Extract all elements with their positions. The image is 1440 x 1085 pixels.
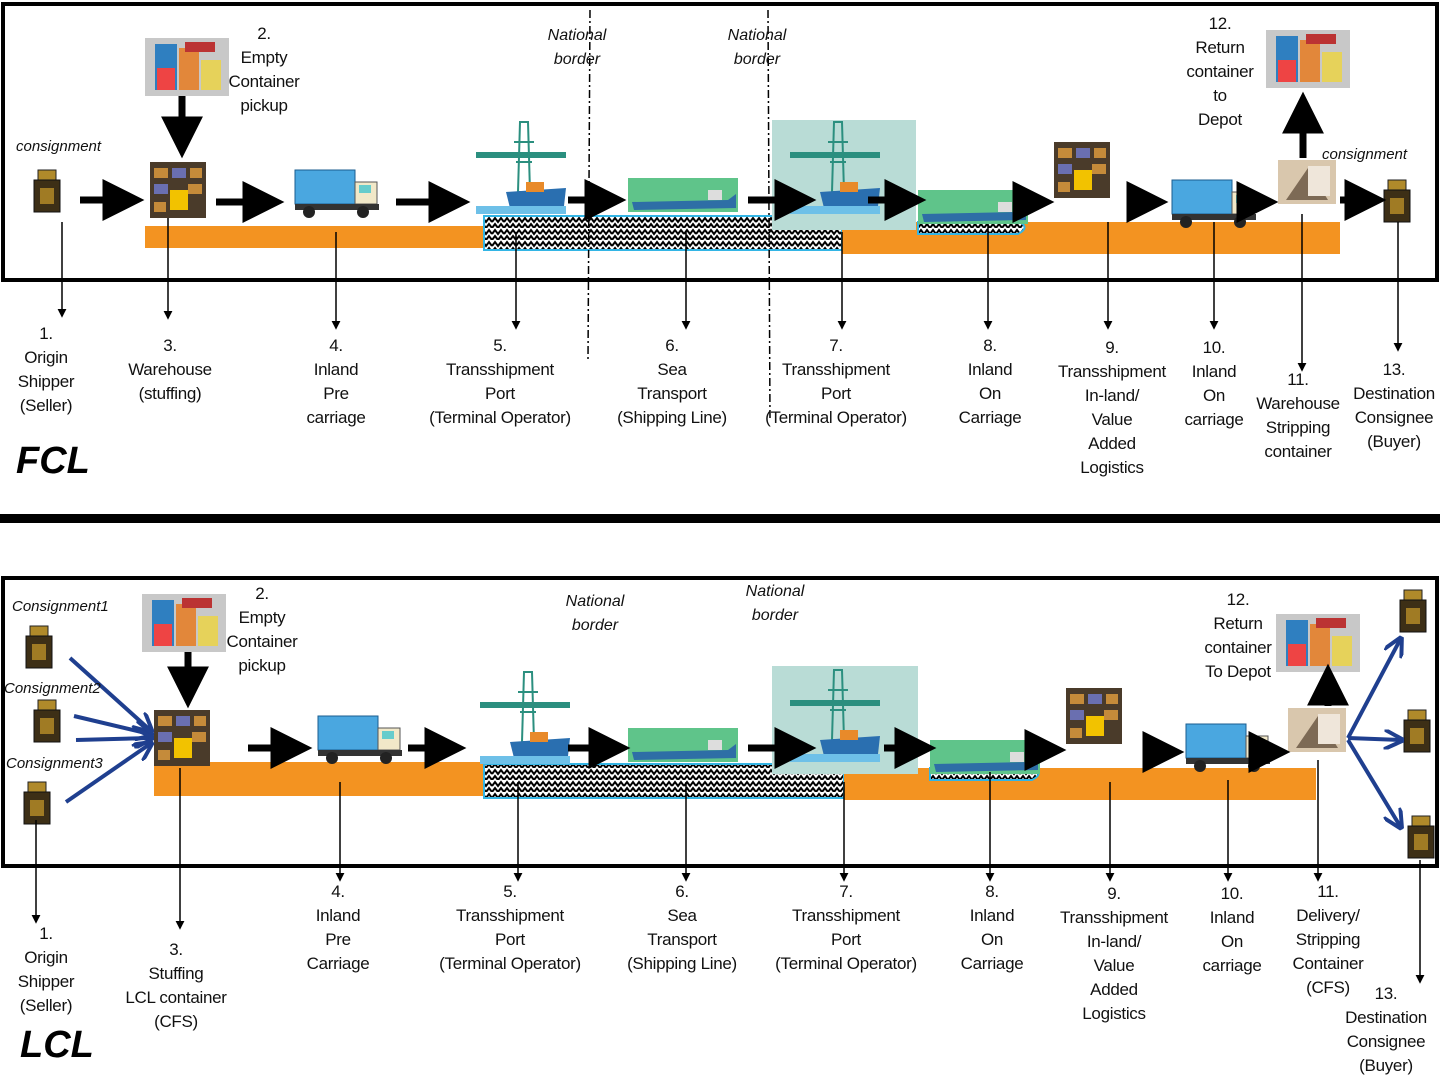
fcl-panel: [0, 2, 1440, 523]
fcl-road-band-right: [842, 222, 1340, 254]
fcl-step-10: 10. Inland On carriage: [1184, 338, 1244, 429]
lcl-destination-2-icon: [1403, 709, 1431, 753]
lcl-step-7: 7. Transshipment Port (Terminal Operator…: [775, 882, 917, 973]
lcl-consolidation-arrows: [64, 640, 1400, 826]
fcl-step-11: 11. Warehouse Stripping container: [1256, 370, 1340, 461]
fcl-inland-ship-icon: [918, 190, 1028, 224]
lcl-empty-container-icon: [142, 594, 226, 652]
fcl-stripping-icon: [1278, 160, 1336, 204]
lcl-truck-icon: [317, 715, 403, 765]
fcl-step-8: 8. Inland On Carriage: [958, 336, 1022, 427]
lcl-national-border-left-label: National border: [565, 593, 625, 634]
fcl-sea-ship-icon: [628, 178, 738, 212]
fcl-origin-consignment-icon: [33, 169, 61, 213]
fcl-step-9: 9. Transshipment In-land/ Value Added Lo…: [1058, 338, 1166, 477]
fcl-border-line-right: [767, 9, 771, 421]
lcl-vas-warehouse-icon: [1066, 688, 1122, 744]
fcl-consignment-out-label: consignment: [1322, 146, 1408, 163]
lcl-destination-3-icon: [1407, 815, 1435, 859]
lcl-consignment-2-icon: [33, 699, 61, 743]
fcl-road-band-left: [145, 226, 485, 248]
fcl-step-4: 4. Inland Pre carriage: [306, 336, 366, 427]
lcl-step-3: 3. Stuffing LCL container (CFS): [125, 940, 227, 1031]
fcl-border-line-left: [587, 9, 591, 361]
lcl-step-4: 4. Inland Pre Carriage: [306, 882, 370, 973]
fcl-national-border-left-label: National border: [547, 27, 607, 68]
lcl-destination-1-icon: [1399, 589, 1427, 633]
lcl-road-band-left: [154, 762, 484, 796]
fcl-step-empty-container-pickup: 2. Empty Container pickup: [228, 24, 300, 115]
fcl-empty-container-icon: [145, 38, 229, 96]
lcl-step-return-container: 12. Return container To Depot: [1204, 590, 1272, 681]
lcl-step-6: 6. Sea Transport (Shipping Line): [627, 882, 737, 973]
lcl-panel: [1, 576, 1439, 984]
fcl-return-container-icon: [1266, 30, 1350, 88]
lcl-flow-arrows: [167, 652, 1349, 773]
fcl-step-13: 13. Destination Consignee (Buyer): [1353, 360, 1435, 451]
fcl-truck-2-icon: [1171, 179, 1257, 229]
fcl-step-7: 7. Transshipment Port (Terminal Operator…: [765, 336, 907, 427]
panel-separator: [0, 514, 1440, 523]
lcl-step-5: 5. Transshipment Port (Terminal Operator…: [439, 882, 581, 973]
lcl-consignment-3-label: Consignment3: [6, 755, 103, 772]
lcl-consignment-3-icon: [23, 781, 51, 825]
fcl-consignment-in-label: consignment: [16, 138, 102, 155]
lcl-road-band-right: [844, 768, 1316, 800]
lcl-step-empty-container-pickup: 2. Empty Container pickup: [226, 584, 298, 675]
lcl-national-border-right-label: National border: [745, 583, 805, 624]
lcl-step-8: 8. Inland On Carriage: [960, 882, 1024, 973]
lcl-step-1: 1. Origin Shipper (Seller): [17, 924, 75, 1015]
fcl-destination-consignment-icon: [1383, 179, 1411, 223]
lcl-consignment-1-label: Consignment1: [12, 598, 109, 615]
lcl-sea-ship-icon: [628, 728, 738, 762]
fcl-step-5: 5. Transshipment Port (Terminal Operator…: [429, 336, 571, 427]
lcl-port-left-icon: [479, 671, 571, 765]
fcl-warehouse-icon: [150, 162, 206, 218]
lcl-consignment-2-label: Consignment2: [4, 680, 101, 697]
lcl-inland-ship-icon: [930, 740, 1040, 774]
lcl-stripping-icon: [1288, 708, 1346, 752]
fcl-step-1: 1. Origin Shipper (Seller): [17, 324, 75, 415]
lcl-return-container-icon: [1276, 614, 1360, 672]
fcl-step-6: 6. Sea Transport (Shipping Line): [617, 336, 727, 427]
fcl-vas-warehouse-icon: [1054, 142, 1110, 198]
lcl-step-11: 11. Delivery/ Stripping Container (CFS): [1292, 882, 1364, 997]
lcl-step-9: 9. Transshipment In-land/ Value Added Lo…: [1060, 884, 1168, 1023]
lcl-leader-lines: [31, 760, 1425, 984]
fcl-national-border-right-label: National border: [727, 27, 787, 68]
lcl-step-10: 10. Inland On carriage: [1202, 884, 1262, 975]
fcl-step-return-container: 12. Return container to Depot: [1186, 14, 1254, 129]
fcl-port-left-icon: [475, 121, 567, 215]
fcl-flow-arrows: [80, 91, 1387, 223]
fcl-truck-icon: [294, 169, 380, 219]
lcl-consignment-1-icon: [25, 625, 53, 669]
lcl-title: LCL: [20, 1024, 94, 1066]
lcl-frame: [1, 576, 1439, 868]
fcl-step-3: 3. Warehouse (stuffing): [128, 336, 212, 403]
fcl-leader-lines: [57, 214, 1403, 372]
lcl-truck-2-icon: [1185, 723, 1271, 773]
lcl-cfs-warehouse-icon: [154, 710, 210, 766]
lcl-step-13: 13. Destination Consignee (Buyer): [1345, 984, 1427, 1075]
fcl-title: FCL: [16, 440, 90, 482]
fcl-frame: [1, 2, 1439, 282]
